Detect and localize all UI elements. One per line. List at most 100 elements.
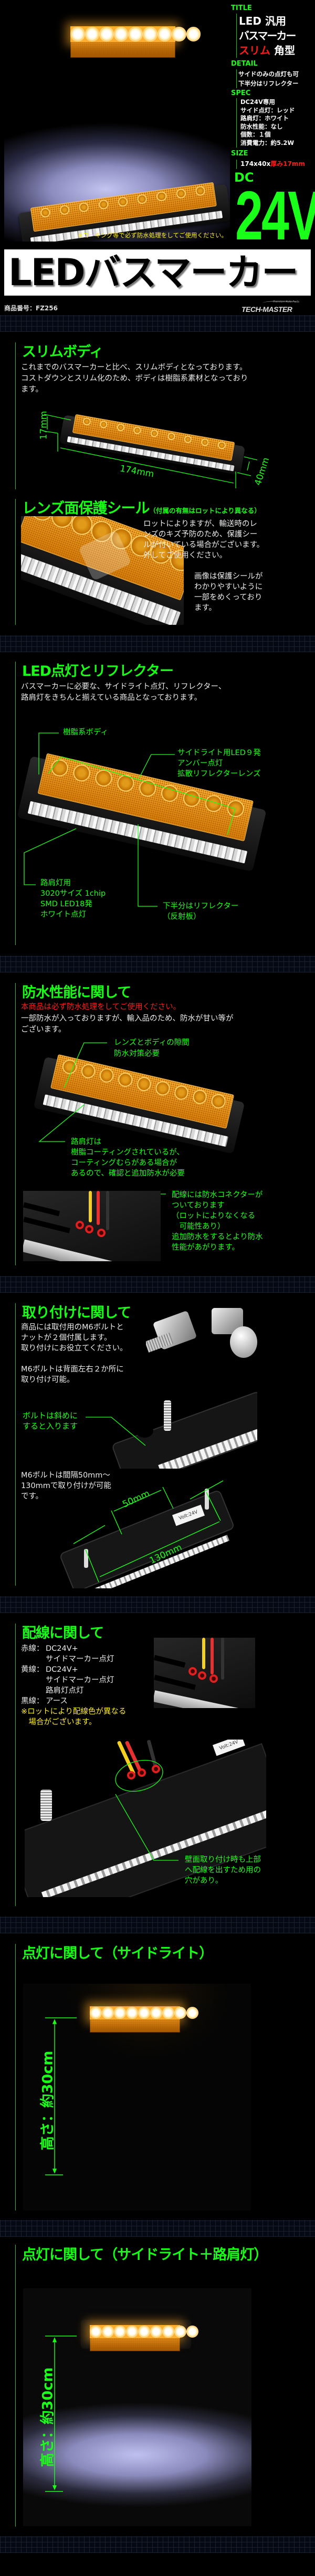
led-lens [150, 428, 159, 438]
callout-line: 拡散リフレクターレンズ [177, 770, 261, 778]
section-rule [15, 499, 16, 625]
callout-line: ついております [172, 1201, 225, 1210]
section-rule [15, 1624, 16, 1906]
led-lens [133, 426, 142, 435]
lens-sticker-photo [21, 516, 184, 625]
led-lens [61, 1058, 78, 1075]
led-lens [156, 191, 167, 202]
callout-line: レンズとボディの隙間 [114, 1039, 190, 1047]
width-dimension: 40mm [253, 456, 272, 487]
callout-line: 可能性あり） [172, 1222, 225, 1231]
wire-value: DC24V+ [46, 1666, 78, 1674]
callout-wiring-hole: 壁面取り付け時も上部 へ配線を出すため用の 穴があり。 [185, 1855, 261, 1886]
body-line: 取り付け可能。 [21, 1376, 75, 1384]
callout-reflector: 下半分はリフレクター （反射板） [163, 901, 238, 922]
size-value: 174x40x厚み17mm [240, 160, 305, 168]
wire-value: DC24V+ [46, 1645, 78, 1653]
lit-marker-lamp [70, 26, 201, 58]
callout-line: あるので、確認と追加防水が必要 [71, 1169, 185, 1178]
callout-line: 路肩灯は [71, 1138, 101, 1146]
bolt-spacing-photo: Volt:24V [55, 1489, 234, 1588]
slim-lamp-photo [59, 414, 246, 475]
callout-line: サイドライト用LED９発 [177, 749, 261, 757]
body-line: M6ボルトは背面左右２か所に [21, 1365, 124, 1374]
callout-line: 下半分はリフレクター [163, 902, 239, 910]
wire-value: アース [46, 1697, 68, 1705]
note-line: 画像は保護シールが [194, 572, 263, 581]
led-lens [173, 1084, 190, 1101]
detail-line: サイドのみの点灯も可 [238, 70, 299, 78]
body-line: ロットによりますが、輸送時のレ [143, 520, 257, 528]
led-lens [99, 27, 114, 41]
product-title: LED 汎用 バスマーカー スリム 角型 [239, 14, 296, 58]
callout-line: 穴があり。 [185, 1877, 223, 1885]
callout-bolt-angle: ボルトは斜めに すると入ります [23, 1410, 78, 1431]
spec-line: DC24V専用 [240, 98, 275, 106]
wire-row-yellow: 黄線：DC24V+ [21, 1664, 126, 1675]
callout-line: コーティングむらがある場合が [71, 1159, 177, 1167]
callout-line: アンバー点灯 [177, 759, 223, 768]
voltage-prefix: DC [234, 170, 254, 185]
wire-label: 赤線： [21, 1645, 44, 1653]
callout-line: ボルトは斜めに [23, 1411, 78, 1420]
connector-photo [23, 1191, 161, 1261]
title-line: バスマーカー [239, 29, 296, 42]
hero-product-photo: ※コーキング等で必ず防水処理をしてご使用ください。 [4, 4, 230, 242]
led-lens [90, 2007, 102, 2019]
led-lens [186, 2326, 198, 2338]
callout-line: （反射板） [163, 913, 201, 921]
body-line: これまでのバスマーカーと比べ、スリムボディとなっております。 [21, 363, 247, 372]
callout-line: 防水対策必要 [114, 1050, 160, 1058]
spec-line: 個数：１個 [240, 131, 271, 138]
body-line: ナットが２個付属します。 [21, 1334, 112, 1342]
thickness-dimension: 17mm [38, 411, 49, 440]
led-lens [138, 2326, 150, 2338]
led-lens [71, 762, 92, 783]
wiring-note: 場合がございます。 [21, 1718, 97, 1726]
body-line: ルが付いている場合がございます。 [143, 541, 265, 549]
led-lens [114, 2326, 126, 2338]
led-body: バスマーカーに必要な、サイドライト点灯、リフレクター、 路肩灯をきちんと揃えてい… [21, 682, 226, 704]
callout-connector: 配線には防水コネクターが ついております （ロットによりなくなる 可能性あり） … [172, 1190, 263, 1253]
height-label: 高さ：約30cm [39, 2050, 56, 2151]
detail-label: DETAIL [231, 60, 258, 68]
callout-line: へ配線を出すため用の [185, 1866, 261, 1875]
led-lens [166, 432, 176, 441]
logo-text: TECH-MASTER [242, 305, 292, 313]
waterproof-body: 一部防水が入っておりますが、輸入品のため、防水が甘い等が ございます。 [21, 1013, 234, 1035]
led-lens [70, 27, 85, 41]
section-heading-lens: レンズ面保護シール（付属の有無はロットにより異なる） [22, 497, 261, 518]
led-lens [113, 27, 129, 41]
spec-label: SPEC [231, 89, 251, 97]
product-number: 商品番号：FZ256 [4, 305, 58, 312]
section-heading-mount: 取り付けに関して [22, 1305, 131, 1321]
section-divider [0, 1917, 315, 1933]
led-lens [174, 2326, 186, 2338]
section-rule [15, 342, 16, 489]
section-divider [0, 2220, 315, 2237]
section-rule [15, 1303, 16, 1586]
section-divider [0, 315, 315, 332]
body-line: M6ボルトは間隔50mm～ [21, 1471, 110, 1480]
voltage-value: 24V [235, 177, 315, 254]
led-lens [210, 1093, 227, 1109]
body-line: です。 [21, 1492, 44, 1501]
title-line: LED 汎用 [239, 15, 286, 27]
led-lens [191, 1088, 208, 1105]
led-lens [82, 417, 91, 426]
title-banner: LEDバスマーカー [4, 249, 311, 296]
wire-value: 路肩灯点灯 [46, 1687, 84, 1695]
led-lens [114, 2007, 126, 2019]
section-heading-wiring: 配線に関して [22, 1625, 104, 1641]
section-rule [15, 2245, 16, 2527]
led-lens [99, 420, 108, 429]
wire-value: サイドマーカー点灯 [46, 1655, 114, 1663]
led-lens [186, 2007, 198, 2019]
section-heading-slim: スリムボディ [22, 344, 103, 360]
wire-label: 黒線： [21, 1697, 44, 1705]
note-line: わかりやすいように [194, 583, 263, 591]
section-divider [0, 956, 315, 972]
body-line: ます。 [21, 385, 44, 394]
callout-line: 性能があがります。 [172, 1243, 240, 1252]
lens-heading-text: レンズ面保護シール [22, 499, 150, 517]
